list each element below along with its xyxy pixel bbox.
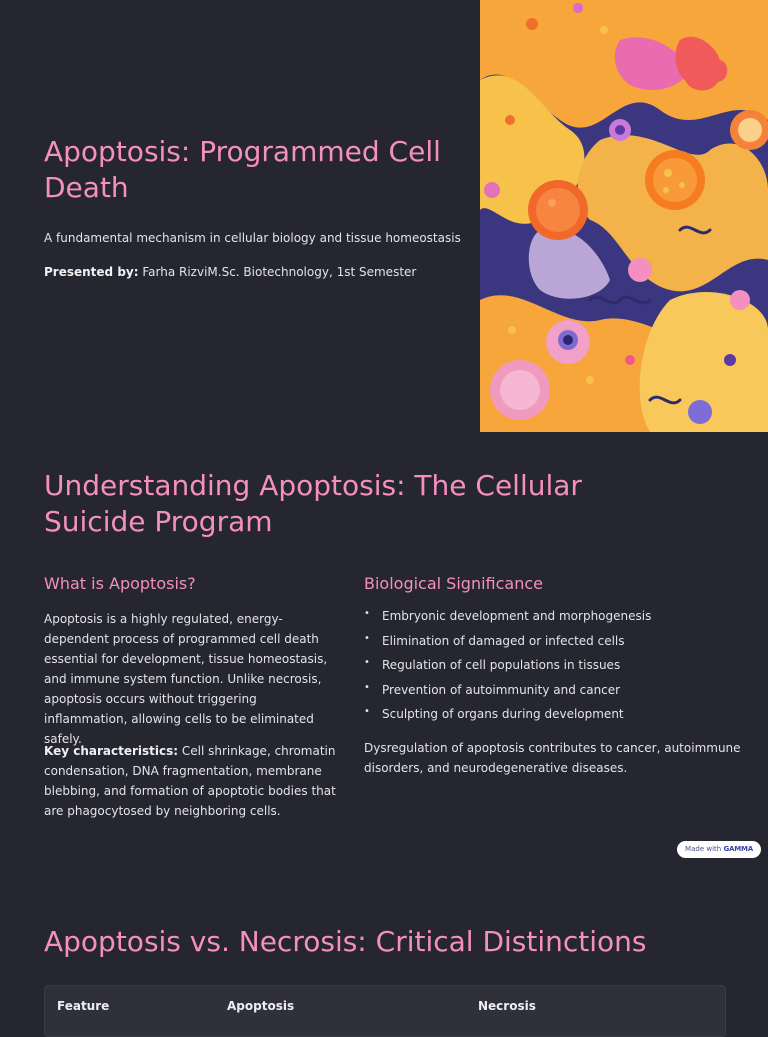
significance-list: Embryonic development and morphogenesis …	[364, 606, 744, 731]
presenter-value: Farha RizviM.Sc. Biotechnology, 1st Seme…	[138, 265, 417, 279]
list-item: Regulation of cell populations in tissue…	[364, 655, 744, 682]
page-title: Apoptosis: Programmed Cell Death	[44, 135, 441, 204]
what-is-apoptosis-heading: What is Apoptosis?	[44, 574, 196, 593]
badge-prefix: Made with	[685, 845, 724, 853]
list-item: Embryonic development and morphogenesis	[364, 606, 744, 633]
what-is-apoptosis-text: Apoptosis is a highly regulated, energy-…	[44, 612, 328, 746]
dysregulation-text: Dysregulation of apoptosis contributes t…	[364, 741, 741, 775]
comparison-table: Feature Apoptosis Necrosis	[44, 985, 726, 1037]
hero-cell-illustration	[480, 0, 768, 432]
biological-significance-heading: Biological Significance	[364, 574, 543, 593]
list-item: Elimination of damaged or infected cells	[364, 631, 744, 658]
subtitle: A fundamental mechanism in cellular biol…	[44, 231, 461, 245]
presenter-label: Presented by:	[44, 265, 139, 279]
table-header-feature: Feature	[57, 999, 110, 1013]
table-header-apoptosis: Apoptosis	[227, 999, 295, 1013]
made-with-gamma-badge[interactable]: Made with GAMMA	[677, 841, 761, 858]
presenter-line: Presented by: Farha RizviM.Sc. Biotechno…	[44, 264, 416, 280]
list-item: Sculpting of organs during development	[364, 704, 744, 731]
section-title-comparison: Apoptosis vs. Necrosis: Critical Distinc…	[44, 925, 647, 958]
key-characteristics-label: Key characteristics:	[44, 744, 179, 758]
key-characteristics-body: Cell shrinkage, chromatin condensation, …	[44, 744, 336, 818]
gamma-logo: GAMMA	[723, 845, 753, 853]
list-item: Prevention of autoimmunity and cancer	[364, 680, 744, 707]
cell-illustration-icon	[480, 0, 768, 432]
section-title-understanding: Understanding Apoptosis: The Cellular Su…	[44, 469, 582, 538]
key-characteristics-text: Key characteristics: Cell shrinkage, chr…	[44, 741, 336, 821]
table-header-necrosis: Necrosis	[478, 999, 536, 1013]
